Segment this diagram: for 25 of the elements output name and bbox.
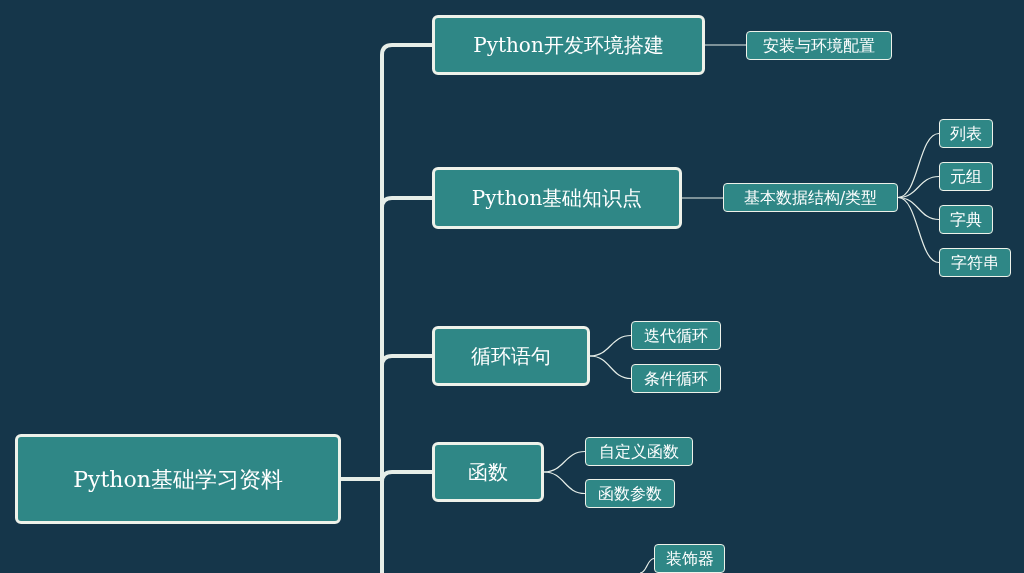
subtopic-box: 装饰器 (654, 544, 725, 573)
subtopic-box: 条件循环 (631, 364, 721, 393)
connector-line (543, 471, 586, 495)
connector-line (639, 557, 655, 573)
subtopic-box: 安装与环境配置 (746, 31, 892, 60)
topic-box: 函数 (432, 442, 544, 502)
subtopic-box: 函数参数 (585, 479, 675, 508)
connector-line (897, 196, 940, 264)
subtopic-box: 字典 (939, 205, 993, 234)
subtopic-box: 字符串 (939, 248, 1011, 277)
connector-line (589, 334, 632, 357)
subtopic-box: 迭代循环 (631, 321, 721, 350)
topic-box: Python基础知识点 (432, 167, 682, 229)
subtopic-box: 列表 (939, 119, 993, 148)
connector-line (681, 197, 724, 199)
connector-line (704, 44, 747, 46)
subtopic-box: 自定义函数 (585, 437, 693, 466)
connector-line (589, 355, 632, 380)
branch-connector (341, 477, 384, 573)
subtopic-box: 基本数据结构/类型 (723, 183, 898, 212)
topic-box: 循环语句 (432, 326, 590, 386)
root-topic-box: Python基础学习资料 (15, 434, 341, 524)
subtopic-box: 元组 (939, 162, 993, 191)
topic-box: Python开发环境搭建 (432, 15, 705, 75)
connector-line (897, 132, 940, 199)
